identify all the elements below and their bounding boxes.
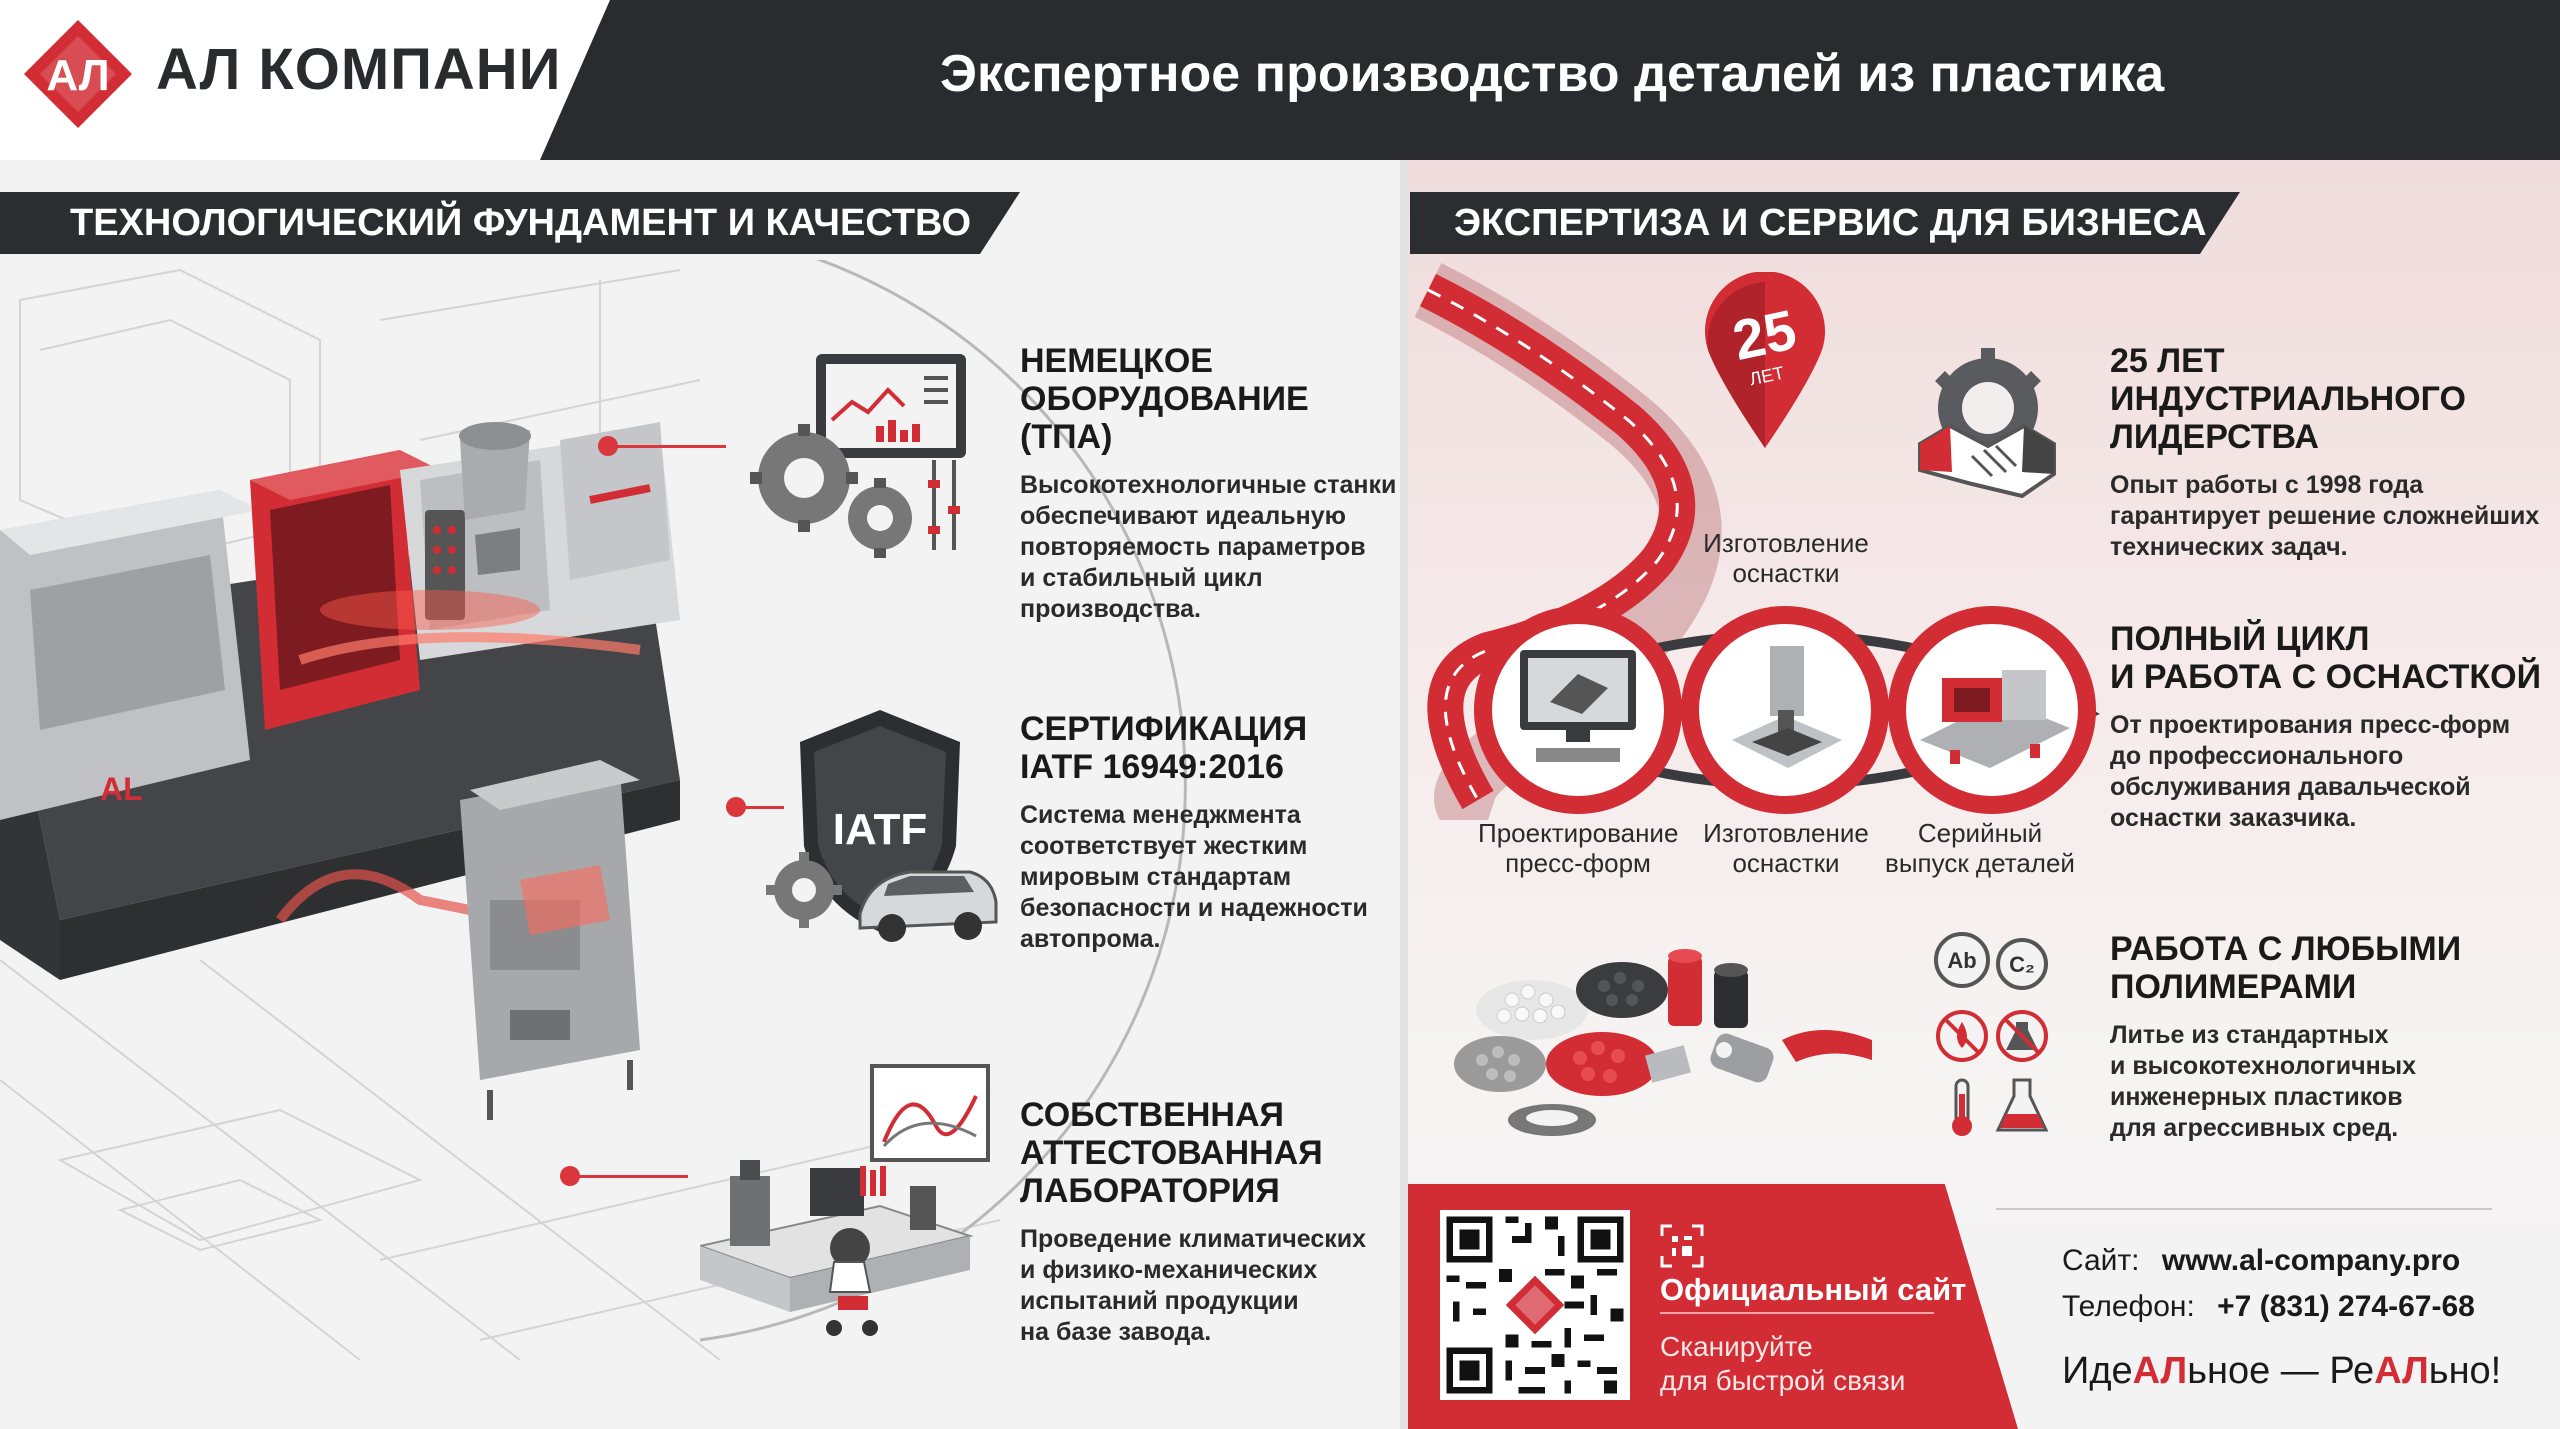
feature-title-line: ОБОРУДОВАНИЕ (ТПА) — [1020, 380, 1309, 456]
phone-line: Телефон: +7 (831) 274-67-68 — [2062, 1290, 2475, 1324]
panel-divider — [1400, 160, 1408, 1429]
feature-text-line: соответствует жестким — [1020, 832, 1308, 860]
feature-text-line: для агрессивных сред. — [2110, 1114, 2399, 1142]
injection-molding-machine-illustration: АL — [0, 422, 680, 1120]
iatf-badge-text: IATF — [833, 805, 928, 854]
feature-title-line: ЛАБОРАТОРИЯ — [1020, 1172, 1280, 1210]
cycle-top-label: Изготовление оснастки — [1703, 528, 1869, 588]
feature-25-years: 25 ЛЕТ ИНДУСТРИАЛЬНОГО ЛИДЕРСТВА Опыт ра… — [2110, 342, 2550, 563]
feature-text-line: Опыт работы с 1998 года — [2110, 471, 2424, 499]
feature-title-line: СОБСТВЕННАЯ — [1020, 1096, 1284, 1134]
website-label: Сайт: — [2062, 1244, 2140, 1277]
feature-text-line: безопасности и надежности — [1020, 894, 1368, 922]
pin-number: 25 — [1727, 297, 1801, 372]
feature-title-line: АТТЕСТОВАННАЯ — [1020, 1134, 1323, 1172]
feature-text-line: производства. — [1020, 595, 1201, 623]
page-title: Экспертное производство деталей из пласт… — [940, 45, 2165, 103]
official-site-title: Официальный сайт — [1660, 1272, 1967, 1307]
25-years-pin-icon: 25 ЛЕТ — [1705, 272, 1825, 448]
feature-text-line: и высокотехнологичных — [2110, 1052, 2416, 1080]
feature-title-line: И РАБОТА С ОСНАСТКОЙ — [2110, 658, 2542, 696]
feature-text-line: мировым стандартам — [1020, 863, 1292, 891]
feature-polymers: РАБОТА С ЛЮБЫМИ ПОЛИМЕРАМИ Литье из стан… — [2110, 930, 2550, 1144]
polymer-property-icons: Ab C₂ — [1934, 932, 2049, 1136]
feature-text-line: повторяемость параметров — [1020, 533, 1366, 561]
header: АЛ АЛ КОМПАНИ Экспертное производство де… — [0, 0, 2560, 160]
logo-text: АЛ — [46, 51, 109, 100]
cycle-step-label: Изготовление оснастки — [1703, 818, 1869, 878]
feature-full-cycle: ПОЛНЫЙ ЦИКЛ И РАБОТА С ОСНАСТКОЙ От прое… — [2110, 620, 2550, 834]
divider — [1996, 1208, 2492, 1210]
scan-instruction: Сканируйте для быстрой связи — [1660, 1331, 1906, 1396]
feature-title-line: ЛИДЕРСТВА — [2110, 418, 2319, 456]
feature-text-line: Система менеджмента — [1020, 801, 1301, 829]
feature-iatf-certification: СЕРТИФИКАЦИЯ IATF 16949:2016 Система мен… — [1020, 710, 1400, 955]
machine-logo: АL — [100, 771, 143, 807]
website-link[interactable]: www.al-company.pro — [2161, 1244, 2461, 1277]
feature-title-line: НЕМЕЦКОЕ — [1020, 342, 1213, 380]
feature-text-line: технических задач. — [2110, 533, 2348, 561]
cycle-step-label: Серийный выпуск деталей — [1885, 818, 2075, 878]
feature-text-line: Высокотехнологичные станки — [1020, 471, 1397, 499]
production-cycle-diagram — [1474, 606, 2100, 814]
c2-icon: C₂ — [2009, 952, 2035, 977]
feature-title-line: РАБОТА С ЛЮБЫМИ — [2110, 930, 2462, 968]
feature-text-line: Литье из стандартных — [2110, 1021, 2389, 1049]
ab-icon: Ab — [1947, 948, 1976, 973]
iatf-shield-icon: IATF — [766, 710, 998, 942]
scan-icon — [1660, 1224, 1704, 1268]
feature-text-line: на базе завода. — [1020, 1318, 1212, 1346]
feature-text-line: до профессионального — [2110, 742, 2404, 770]
feature-title-line: ПОЛИМЕРАМИ — [2110, 968, 2357, 1006]
phone-link[interactable]: +7 (831) 274-67-68 — [2217, 1290, 2475, 1323]
feature-text-line: гарантирует решение сложнейших — [2110, 502, 2540, 530]
feature-connector-line — [616, 445, 726, 448]
laboratory-icon — [700, 1064, 990, 1336]
brand-name: АЛ КОМПАНИ — [156, 37, 562, 102]
feature-text-line: Проведение климатических — [1020, 1225, 1367, 1253]
section-title-technology: ТЕХНОЛОГИЧЕСКИЙ ФУНДАМЕНТ И КАЧЕСТВО — [0, 192, 1020, 254]
feature-title-line: СЕРТИФИКАЦИЯ — [1020, 710, 1308, 748]
feature-text-line: испытаний продукции — [1020, 1287, 1299, 1315]
feature-laboratory: СОБСТВЕННАЯ АТТЕСТОВАННАЯ ЛАБОРАТОРИЯ Пр… — [1020, 1096, 1400, 1348]
feature-text-line: инженерных пластиков — [2110, 1083, 2403, 1111]
feature-text-line: оснастки заказчика. — [2110, 804, 2357, 832]
feature-marker-dot — [598, 436, 618, 456]
feature-text-line: От проектирования пресс-форм — [2110, 711, 2511, 739]
feature-title-line: ПОЛНЫЙ ЦИКЛ — [2110, 620, 2370, 658]
cycle-step-label: Проектирование пресс-форм — [1478, 818, 1679, 878]
qr-code[interactable] — [1440, 1210, 1630, 1400]
feature-connector-line — [744, 806, 784, 809]
feature-text-line: обеспечивают идеальную — [1020, 502, 1346, 530]
slogan: ИдеАЛьное — РеАЛьно! — [2062, 1350, 2502, 1392]
feature-text-line: обслуживания давальческой — [2110, 773, 2471, 801]
divider — [1660, 1312, 1934, 1314]
phone-label: Телефон: — [2062, 1290, 2195, 1323]
feature-marker-dot — [726, 797, 746, 817]
company-logo[interactable]: АЛ — [22, 18, 134, 130]
feature-marker-dot — [560, 1166, 580, 1186]
feature-text-line: автопрома. — [1020, 925, 1161, 953]
feature-text-line: и физико-механических — [1020, 1256, 1318, 1284]
feature-text-line: и стабильный цикл — [1020, 564, 1263, 592]
feature-title-line: 25 ЛЕТ ИНДУСТРИАЛЬНОГО — [2110, 342, 2466, 418]
website-line: Сайт: www.al-company.pro — [2062, 1244, 2460, 1278]
gears-monitor-icon — [750, 354, 966, 558]
feature-title-line: IATF 16949:2016 — [1020, 748, 1284, 786]
header-banner — [540, 0, 2560, 160]
polymer-granules-illustration — [1454, 949, 1872, 1136]
feature-connector-line — [578, 1175, 688, 1178]
section-title-expertise: ЭКСПЕРТИЗА И СЕРВИС ДЛЯ БИЗНЕСА — [1410, 192, 2240, 254]
handshake-gear-icon — [1918, 348, 2056, 499]
feature-german-equipment: НЕМЕЦКОЕ ОБОРУДОВАНИЕ (ТПА) Высокотехнол… — [1020, 342, 1400, 625]
